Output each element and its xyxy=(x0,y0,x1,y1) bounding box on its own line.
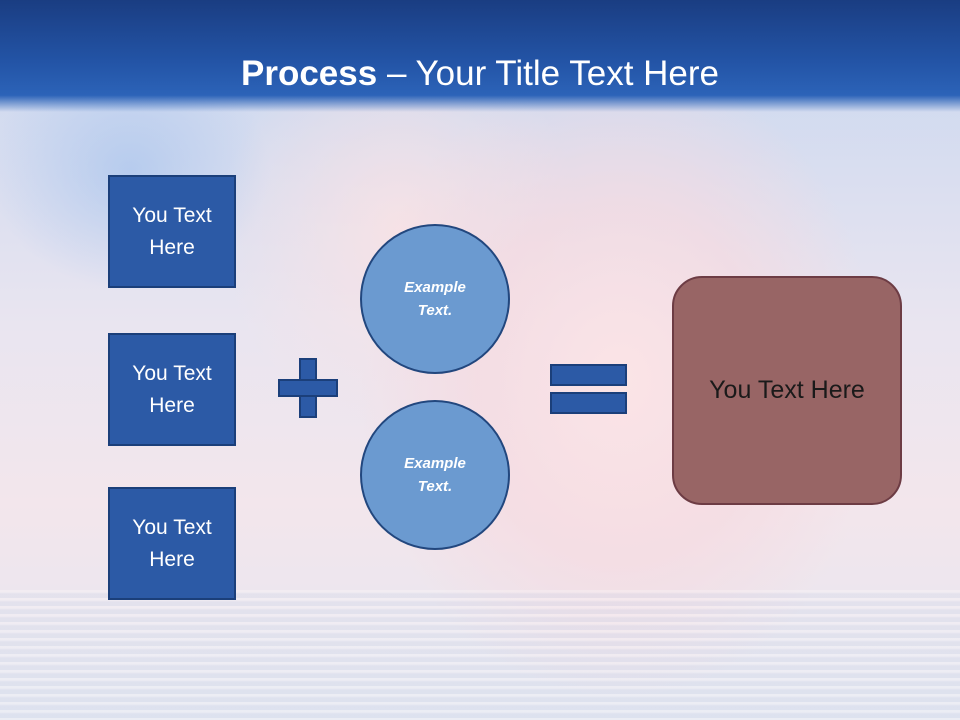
circle-label: Example Text. xyxy=(404,279,466,319)
input-box-label: You Text Here xyxy=(132,361,212,417)
example-circle-1[interactable]: Example Text. xyxy=(360,224,510,374)
water-reflection xyxy=(0,590,960,720)
input-box-2[interactable]: You Text Here xyxy=(108,333,236,446)
input-box-1[interactable]: You Text Here xyxy=(108,175,236,288)
slide-title[interactable]: Process – Your Title Text Here xyxy=(0,52,960,96)
example-circle-2[interactable]: Example Text. xyxy=(360,400,510,550)
equals-bottom-bar xyxy=(550,392,627,414)
result-label: You Text Here xyxy=(709,376,865,404)
equals-top-bar xyxy=(550,364,627,386)
circle-label: Example Text. xyxy=(404,455,466,495)
input-box-3[interactable]: You Text Here xyxy=(108,487,236,600)
title-rest: – Your Title Text Here xyxy=(377,54,719,93)
input-box-label: You Text Here xyxy=(132,203,212,259)
plus-icon[interactable] xyxy=(278,358,338,418)
title-bold: Process xyxy=(241,54,378,93)
input-box-label: You Text Here xyxy=(132,515,212,571)
plus-center xyxy=(301,381,315,395)
result-box[interactable]: You Text Here xyxy=(672,276,902,505)
title-bar xyxy=(0,0,960,112)
